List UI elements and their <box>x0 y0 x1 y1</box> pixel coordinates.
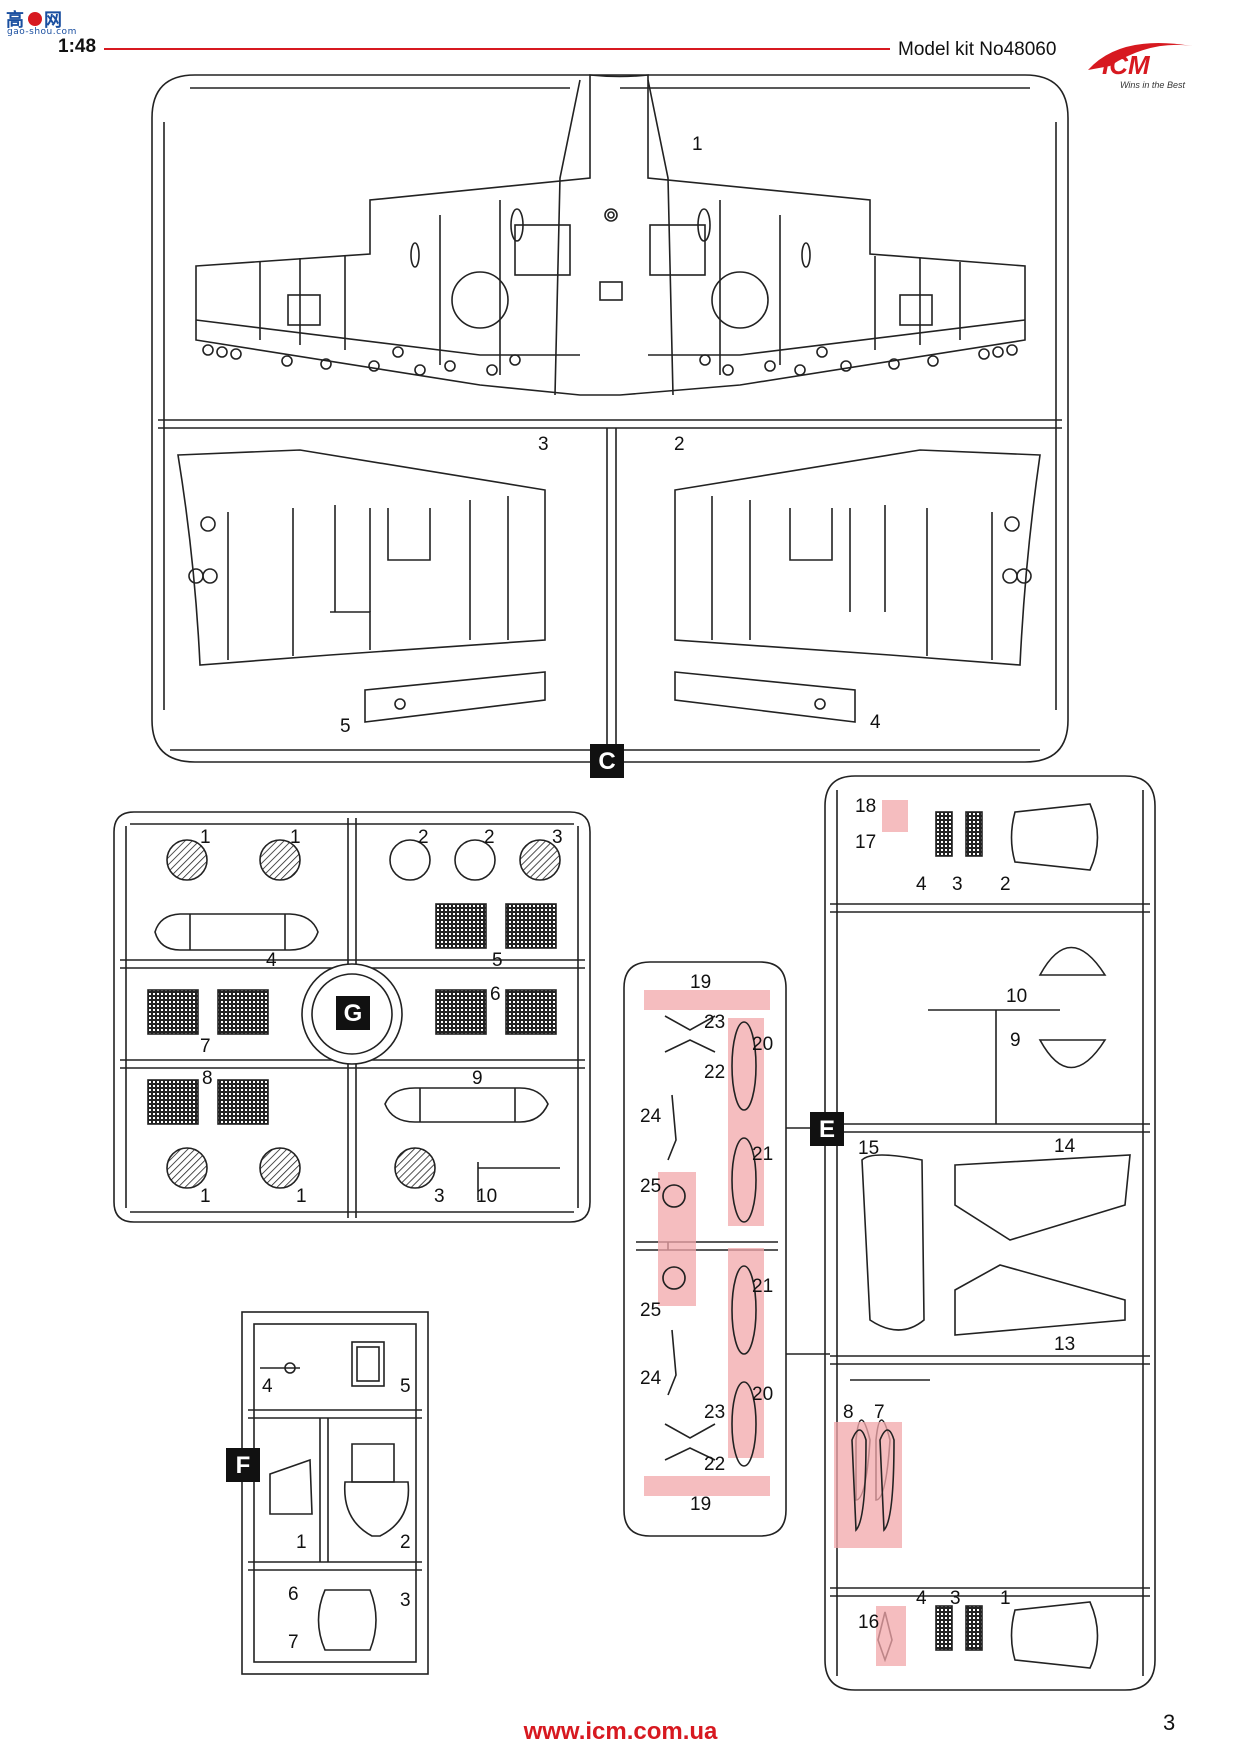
highlight-19-top <box>644 990 770 1010</box>
part-label: 15 <box>858 1138 879 1159</box>
part-label: 4 <box>870 712 881 733</box>
part-label: 21 <box>752 1144 773 1165</box>
part-label: 7 <box>200 1036 211 1057</box>
sprue-g <box>113 811 591 1223</box>
part-label: 1 <box>290 827 301 848</box>
sprue-e-marker <box>810 1112 844 1146</box>
part-label: 1 <box>200 1186 211 1207</box>
sprue-f-letter: F <box>236 1452 251 1479</box>
part-label: 7 <box>874 1402 885 1423</box>
sprue-g-marker <box>336 996 370 1030</box>
part-label: 2 <box>1000 874 1011 895</box>
svg-text:网: 网 <box>44 10 62 30</box>
part-label: 8 <box>202 1068 213 1089</box>
part-label: 9 <box>472 1068 483 1089</box>
part-label: 1 <box>1000 1588 1011 1609</box>
sprue-f-marker <box>226 1448 260 1482</box>
header-divider <box>104 48 890 50</box>
highlight-16 <box>876 1606 906 1666</box>
part-label: 19 <box>690 1494 711 1515</box>
part-label: 24 <box>640 1368 662 1389</box>
part-label: 4 <box>266 950 277 971</box>
part-label: 3 <box>434 1186 445 1207</box>
part-label: 4 <box>916 1588 927 1609</box>
part-label: 3 <box>552 827 563 848</box>
footer-url: www.icm.com.ua <box>523 1718 718 1745</box>
part-label: 19 <box>690 972 711 993</box>
part-label: 24 <box>640 1106 662 1127</box>
part-label: 10 <box>1006 986 1027 1007</box>
part-label: 5 <box>340 716 351 737</box>
part-label: 13 <box>1054 1334 1075 1355</box>
part-label: 1 <box>200 827 211 848</box>
part-label: 9 <box>1010 1030 1021 1051</box>
part-label: 3 <box>950 1588 961 1609</box>
part-label: 1 <box>692 134 703 155</box>
part-label: 17 <box>855 832 876 853</box>
part-label: 23 <box>704 1402 725 1423</box>
highlight-20-21-top <box>728 1018 764 1226</box>
part-label: 4 <box>916 874 927 895</box>
part-label: 16 <box>858 1612 879 1633</box>
part-label: 2 <box>400 1532 411 1553</box>
highlight-18 <box>882 800 908 832</box>
highlight-19-bottom <box>644 1476 770 1496</box>
sprue-g-letter: G <box>344 1000 363 1027</box>
part-label: 21 <box>752 1276 773 1297</box>
part-label: 2 <box>674 434 685 455</box>
part-label: 22 <box>704 1062 725 1083</box>
sprue-e <box>824 775 1156 1691</box>
part-label: 1 <box>296 1532 307 1553</box>
part-label: 3 <box>400 1590 411 1611</box>
sprue-f <box>241 1311 429 1675</box>
watermark-text: gao-shou.com <box>7 27 77 37</box>
part-label: 10 <box>476 1186 497 1207</box>
part-label: 4 <box>262 1376 273 1397</box>
svg-text:ICM: ICM <box>1102 50 1151 80</box>
page-number: 3 <box>1163 1710 1176 1735</box>
part-label: 2 <box>484 827 495 848</box>
part-label: 5 <box>400 1376 411 1397</box>
kit-number: Model kit No48060 <box>898 39 1057 60</box>
sprue-c-marker <box>590 744 624 778</box>
part-label: 23 <box>704 1012 725 1033</box>
scale-label: 1:48 <box>58 36 97 57</box>
part-label: 3 <box>538 434 549 455</box>
sprue-e-letter: E <box>819 1116 835 1143</box>
part-label: 14 <box>1054 1136 1076 1157</box>
part-label: 7 <box>288 1632 299 1653</box>
part-label: 6 <box>490 984 501 1005</box>
highlight-8-7 <box>834 1422 902 1548</box>
icm-logo-icon: ICM Wins in the Best <box>1088 43 1192 90</box>
sprue-e-small <box>623 961 830 1537</box>
part-label: 20 <box>752 1384 773 1405</box>
part-label: 5 <box>492 950 503 971</box>
part-numbers: 1 2 3 4 5 1 1 2 2 3 4 5 6 7 8 9 1 1 3 10… <box>200 134 1076 1653</box>
part-label: 8 <box>843 1402 854 1423</box>
part-label: 25 <box>640 1300 661 1321</box>
part-label: 25 <box>640 1176 661 1197</box>
part-label: 20 <box>752 1034 773 1055</box>
part-label: 1 <box>296 1186 307 1207</box>
highlight-marks <box>644 800 908 1666</box>
part-label: 6 <box>288 1584 299 1605</box>
logo-tagline: Wins in the Best <box>1120 80 1185 90</box>
sprue-c <box>151 74 1069 763</box>
sprue-c-letter: C <box>598 748 615 775</box>
part-label: 18 <box>855 796 876 817</box>
part-label: 3 <box>952 874 963 895</box>
part-label: 22 <box>704 1454 725 1475</box>
svg-text:高: 高 <box>6 9 24 30</box>
watermark-logo-icon: 高 网 <box>6 9 62 30</box>
sprue-letters: C G E F <box>226 744 844 1482</box>
part-label: 2 <box>418 827 429 848</box>
